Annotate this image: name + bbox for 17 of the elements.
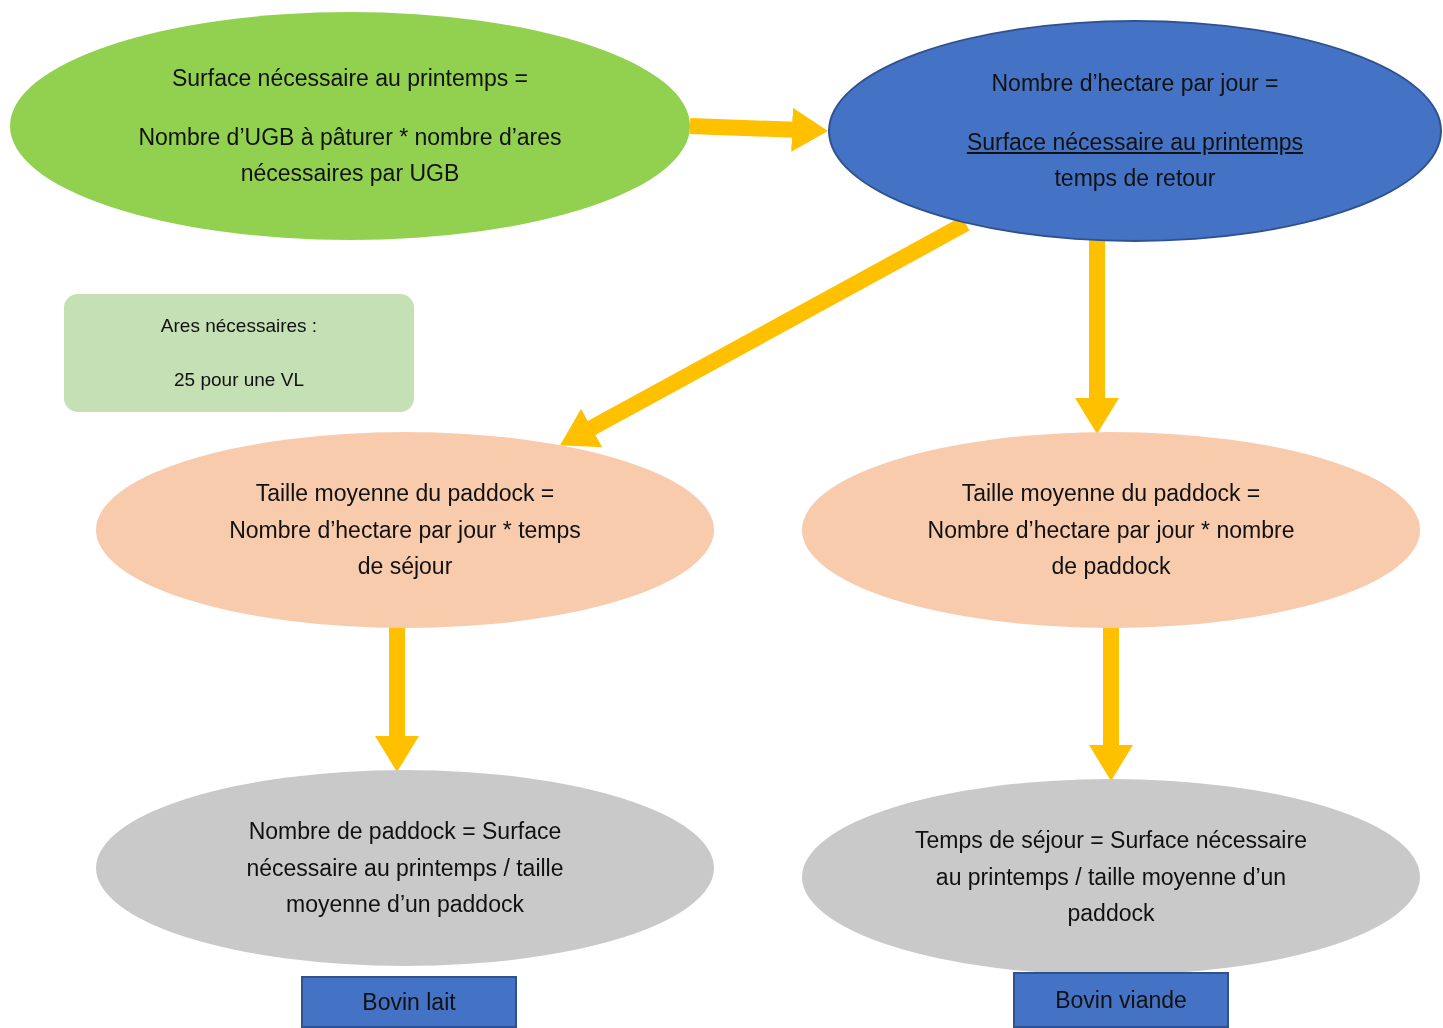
node-text: Bovin lait	[362, 987, 456, 1017]
arrow	[689, 107, 829, 152]
fraction-denominator: temps de retour	[1054, 164, 1216, 194]
node-text: Ares nécessaires :	[160, 313, 318, 338]
category-label	[1013, 972, 1229, 1028]
note-box	[64, 294, 414, 412]
node-text: Nombre d’hectare par jour =	[991, 68, 1279, 98]
node-text: Temps de séjour = Surface nécessaire au printemps / taille moyenne d’un paddock	[914, 825, 1308, 929]
node-text: Taille moyenne du paddock = Nombre d’hectare par jour * temps de séjour	[228, 478, 582, 582]
node-text: Bovin viande	[1055, 985, 1187, 1015]
fraction-numerator: Surface nécessaire au printemps	[966, 127, 1304, 157]
node-text: 25 pour une VL	[174, 368, 304, 392]
node-text: Surface nécessaire au printemps =	[171, 63, 529, 93]
category-label	[301, 976, 517, 1028]
node-text: Nombre d’UGB à pâturer * nombre d’ares nécessaires par UGB	[137, 122, 563, 189]
node-text: Nombre de paddock = Surface nécessaire au printemps / taille moyenne d’un paddock	[245, 816, 565, 920]
node-text: Taille moyenne du paddock = Nombre d’hectare par jour * nombre de paddock	[926, 478, 1296, 582]
